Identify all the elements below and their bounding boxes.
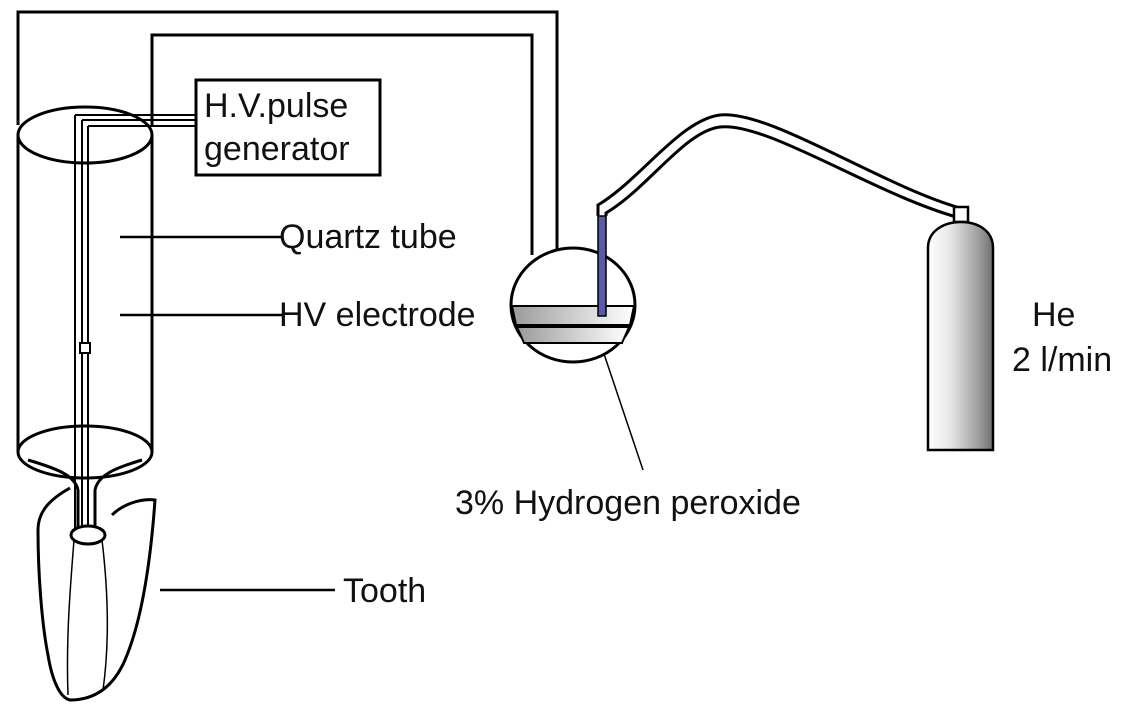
generator-label-line2: generator bbox=[204, 130, 350, 168]
gas-return-tubing bbox=[16, 10, 559, 258]
quartz-tube-label: Quartz tube bbox=[279, 218, 457, 256]
hv-electrode-label: HV electrode bbox=[279, 296, 476, 334]
helium-cylinder bbox=[926, 205, 995, 452]
pointer-lines bbox=[120, 235, 644, 592]
tooth bbox=[36, 486, 157, 702]
he-label-line1: He bbox=[1032, 296, 1075, 334]
quartz-tube bbox=[16, 105, 154, 540]
inlet-tube bbox=[596, 113, 961, 317]
generator-label-line1: H.V.pulse bbox=[204, 87, 348, 125]
hydrogen-peroxide-label: 3% Hydrogen peroxide bbox=[455, 484, 801, 522]
tooth-label: Tooth bbox=[343, 572, 426, 610]
pulse-generator-box bbox=[194, 78, 382, 177]
bubbler-flask bbox=[509, 246, 637, 364]
he-label-line2: 2 l/min bbox=[1012, 341, 1112, 379]
hv-electrode bbox=[74, 114, 195, 535]
